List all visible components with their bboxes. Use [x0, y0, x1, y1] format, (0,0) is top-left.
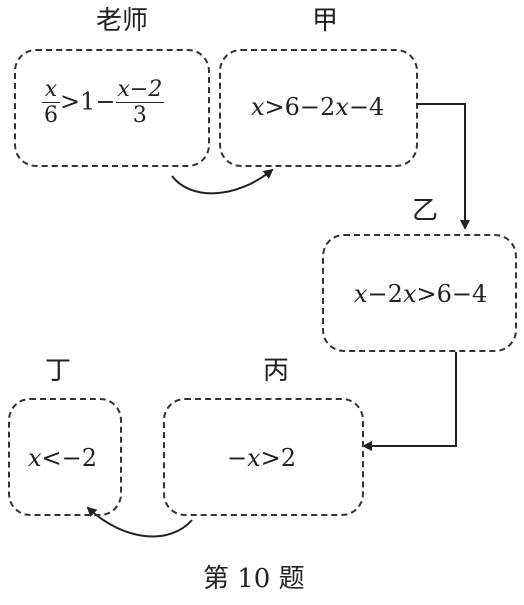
teacher-expression: x 6 >1− x−2 3 — [42, 77, 165, 129]
frac2-denominator: 3 — [132, 103, 147, 129]
teacher-middle-text: >1− — [60, 87, 116, 116]
caption: 第 10 题 — [203, 564, 305, 594]
frac1-numerator: x — [44, 77, 58, 102]
jia-label: 甲 — [312, 6, 339, 36]
elbow-arrow-jia-to-yi — [418, 103, 470, 230]
ding-box: x<−2 — [8, 398, 122, 516]
bing-expression: −x>2 — [227, 444, 297, 472]
jia-expression: x>6−2x−4 — [251, 93, 385, 121]
ding-expression: x<−2 — [28, 444, 98, 472]
jia-box: x>6−2x−4 — [219, 49, 418, 167]
fraction-x-over-6: x 6 — [42, 77, 60, 129]
bing-box: −x>2 — [163, 398, 364, 516]
curve-arrow-bing-to-ding — [86, 506, 193, 538]
yi-label: 乙 — [412, 196, 439, 226]
ding-label: 丁 — [45, 356, 72, 386]
yi-expression: x−2x>6−4 — [354, 280, 488, 308]
yi-box: x−2x>6−4 — [322, 234, 517, 352]
teacher-label: 老师 — [96, 6, 149, 36]
curve-arrow-teacher-to-jia — [171, 168, 274, 195]
elbow-arrow-yi-to-bing — [362, 352, 457, 451]
frac1-denominator: 6 — [44, 103, 58, 129]
bing-label: 丙 — [263, 356, 290, 386]
fraction-x-minus-2-over-3: x−2 3 — [115, 77, 165, 129]
teacher-box: x 6 >1− x−2 3 — [14, 49, 210, 167]
frac2-numerator: x−2 — [117, 77, 163, 102]
